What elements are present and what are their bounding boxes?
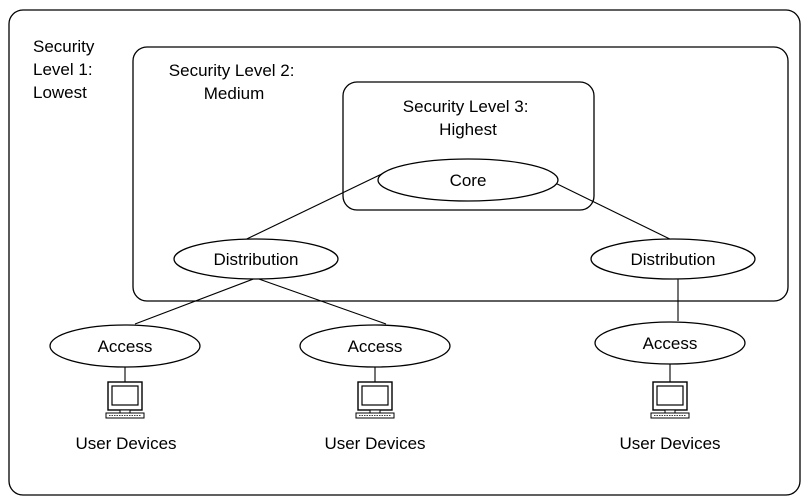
user-device-3: User Devices <box>619 381 721 453</box>
distribution-node-left-label: Distribution <box>213 250 298 269</box>
link-core-distribution-right <box>544 177 679 244</box>
computer-icon <box>105 381 145 419</box>
zone-level3-line1: Security Level 3: <box>403 97 529 116</box>
user-device-1: User Devices <box>75 381 177 453</box>
user-device-1-label: User Devices <box>75 434 176 453</box>
zone-level2-box <box>132 46 789 302</box>
access-node-2: Access <box>299 324 451 368</box>
access-node-2-label: Access <box>348 337 403 356</box>
zone-level3-box <box>342 81 595 211</box>
distribution-node-right-label: Distribution <box>630 250 715 269</box>
user-device-3-label: User Devices <box>619 434 720 453</box>
distribution-node-right: Distribution <box>590 238 756 280</box>
zone-level1-line1: Security <box>33 37 95 56</box>
zone-level1-line3: Lowest <box>33 83 87 102</box>
core-node: Core <box>377 158 559 202</box>
access-node-1-label: Access <box>98 337 153 356</box>
core-node-label: Core <box>450 171 487 190</box>
zone-level2-line2: Medium <box>204 84 264 103</box>
user-device-2: User Devices <box>324 381 426 453</box>
zone-level3-line2: Highest <box>439 120 497 139</box>
zone-level1-label: Security Level 1: Lowest <box>33 37 99 102</box>
link-distribution-left-access-2 <box>255 277 387 325</box>
access-node-3: Access <box>594 321 746 365</box>
access-node-1: Access <box>49 324 201 368</box>
computer-icon <box>355 381 395 419</box>
zone-level2-label: Security Level 2: Medium <box>169 61 299 103</box>
zone-level1-box <box>8 9 801 496</box>
access-node-3-label: Access <box>643 334 698 353</box>
distribution-node-left: Distribution <box>173 238 339 280</box>
link-core-distribution-left <box>227 169 391 249</box>
user-device-2-label: User Devices <box>324 434 425 453</box>
link-distribution-left-access-1 <box>134 277 257 325</box>
computer-icon <box>650 381 690 419</box>
zone-level3-label: Security Level 3: Highest <box>403 97 533 139</box>
zone-level1-line2: Level 1: <box>33 60 93 79</box>
zone-level2-line1: Security Level 2: <box>169 61 295 80</box>
